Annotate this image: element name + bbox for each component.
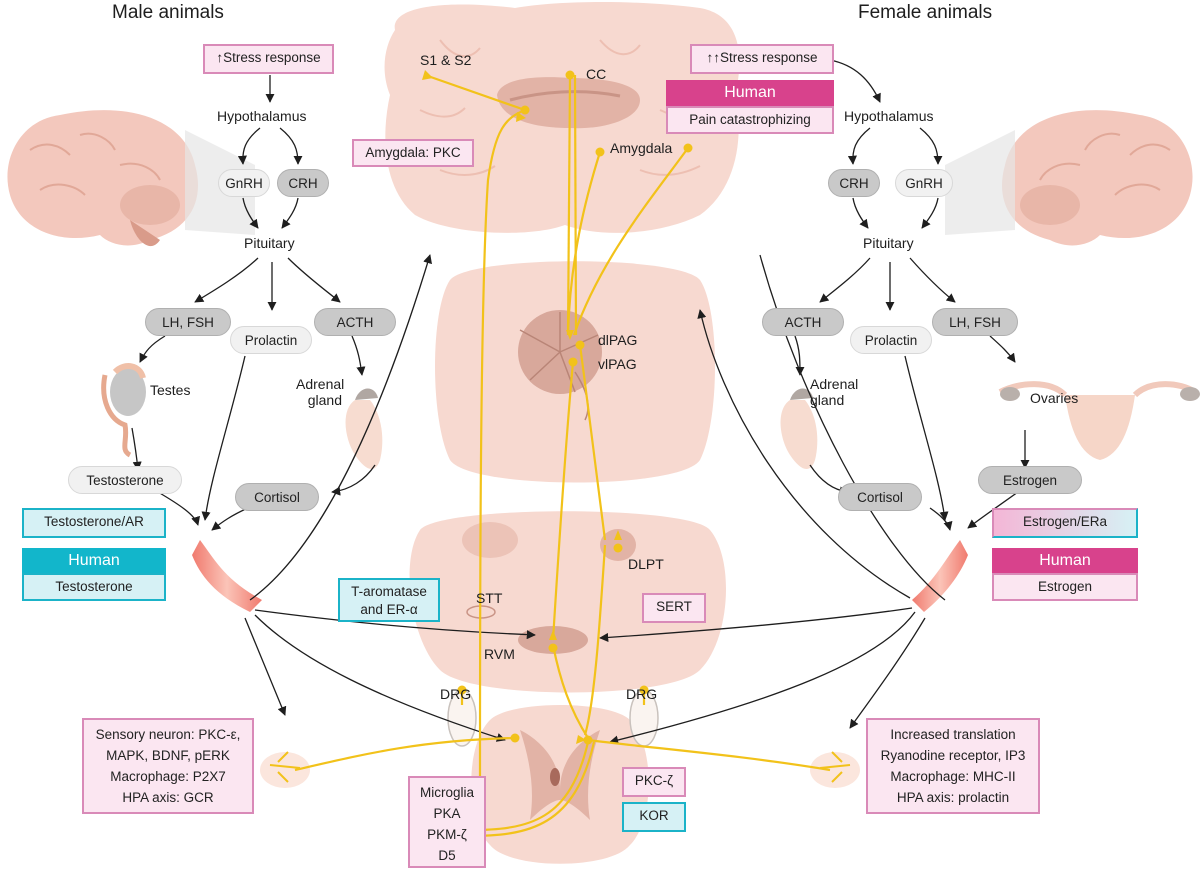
male-acth-pill: ACTH [314, 308, 396, 336]
spinal-cord-section [471, 705, 649, 864]
estrogen-era-box: Estrogen/ERa [992, 508, 1138, 538]
male-pituitary-label: Pituitary [244, 235, 295, 251]
female-acth-pill: ACTH [762, 308, 844, 336]
female-animals-heading: Female animals [858, 2, 993, 23]
male-peripheral-tissue [260, 751, 310, 788]
testosterone-ar-box: Testosterone/AR [22, 508, 166, 538]
male-animals-heading: Male animals [112, 2, 224, 23]
male-hypothalamus-label: Hypothalamus [217, 108, 307, 124]
male-human-header: Human [22, 548, 166, 573]
pkc-zeta-box: PKC-ζ [622, 767, 686, 797]
male-periphery-box: Sensory neuron: PKC-ε, MAPK, BDNF, pERK … [82, 718, 254, 814]
male-blood-vessel [192, 540, 262, 612]
pathway-nodes [422, 70, 693, 745]
female-brain-sagittal [945, 110, 1193, 246]
dlpt-label: DLPT [628, 556, 664, 572]
female-human-header-2: Human [992, 548, 1138, 573]
microglia-box: Microglia PKA PKM-ζ D5 [408, 776, 486, 868]
female-prolactin-pill: Prolactin [850, 326, 932, 354]
brain-coronal-section [384, 2, 740, 233]
estrogen-pill: Estrogen [978, 466, 1082, 494]
female-adrenal-illustration [780, 388, 818, 470]
drg-left-label: DRG [440, 686, 472, 702]
s1-s2-label: S1 & S2 [420, 52, 472, 68]
pain-pathways [294, 73, 831, 838]
testes-label: Testes [150, 382, 191, 398]
ovaries-illustration [998, 381, 1200, 460]
kor-box: KOR [622, 802, 686, 832]
sert-box: SERT [642, 593, 706, 623]
female-pituitary-label: Pituitary [863, 235, 914, 251]
male-prolactin-pill: Prolactin [230, 326, 312, 354]
male-adrenal-illustration [345, 388, 383, 470]
male-stress-response-box: ↑Stress response [203, 44, 334, 74]
female-crh-pill: CRH [828, 169, 880, 197]
female-gnrh-pill: GnRH [895, 169, 953, 197]
male-gnrh-pill: GnRH [218, 169, 270, 197]
pain-catastrophizing-box: Pain catastrophizing [666, 106, 834, 134]
female-cortisol-pill: Cortisol [838, 483, 922, 511]
cc-label: CC [586, 66, 607, 82]
female-hypothalamus-label: Hypothalamus [844, 108, 934, 124]
female-periphery-box: Increased translation Ryanodine receptor… [866, 718, 1040, 814]
testosterone-pill: Testosterone [68, 466, 182, 494]
male-cortisol-pill: Cortisol [235, 483, 319, 511]
drg-right-label: DRG [626, 686, 658, 702]
female-human-header: Human [666, 80, 834, 106]
female-blood-vessel [912, 540, 968, 612]
female-human-estrogen-box: Estrogen [992, 573, 1138, 601]
midbrain-section [435, 261, 715, 483]
male-human-testosterone-box: Testosterone [22, 573, 166, 601]
male-lh-fsh-pill: LH, FSH [145, 308, 231, 336]
amygdala-pkc-box: Amygdala: PKC [352, 139, 474, 167]
stt-label: STT [476, 590, 503, 606]
female-lh-fsh-pill: LH, FSH [932, 308, 1018, 336]
amygdala-label: Amygdala [610, 140, 673, 156]
female-peripheral-tissue [810, 751, 860, 788]
ovaries-label: Ovaries [1030, 390, 1079, 406]
male-crh-pill: CRH [277, 169, 329, 197]
testes-illustration [101, 363, 146, 458]
vlpag-label: vlPAG [598, 356, 637, 372]
dlpag-label: dlPAG [598, 332, 638, 348]
rvm-label: RVM [484, 646, 515, 662]
female-stress-response-box: ↑↑Stress response [690, 44, 834, 74]
